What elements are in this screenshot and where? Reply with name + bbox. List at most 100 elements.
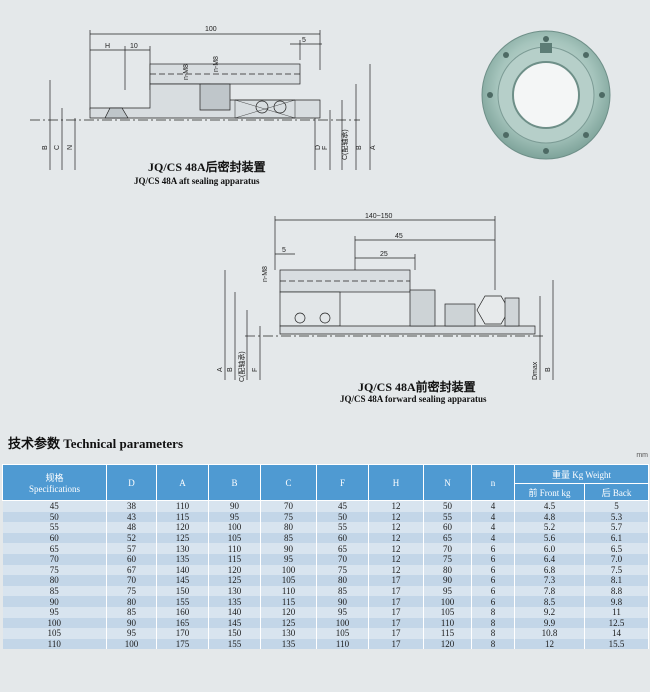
cell-front-kg: 10.8 [514, 628, 585, 639]
aft-dim-100: 100 [205, 26, 217, 33]
cell-b: 115 [208, 553, 261, 565]
cell-spec: 45 [2, 500, 107, 512]
aft-dim-b2: B [356, 145, 363, 150]
cell-c: 105 [260, 575, 317, 586]
fwd-dim-nm8: n-M8 [262, 266, 269, 282]
cell-n-lower: 4 [471, 500, 515, 512]
cell-n-lower: 8 [471, 617, 515, 629]
cell-f: 90 [316, 596, 369, 607]
cell-front-kg: 6.8 [514, 564, 585, 576]
cell-a: 120 [156, 522, 209, 533]
cell-b: 140 [208, 606, 261, 618]
cell-n: 55 [423, 511, 472, 523]
cell-a: 125 [156, 532, 209, 544]
cell-spec: 95 [2, 606, 107, 618]
fwd-dim-f: F [252, 368, 259, 372]
cell-a: 165 [156, 617, 209, 629]
cell-b: 110 [208, 543, 261, 554]
cell-n: 50 [423, 500, 472, 512]
header-d: D [106, 464, 157, 501]
cell-a: 150 [156, 585, 209, 597]
cell-spec: 50 [2, 511, 107, 523]
cell-h: 12 [368, 532, 424, 544]
cell-c: 90 [260, 543, 317, 554]
cell-n-lower: 6 [471, 575, 515, 586]
cell-spec: 105 [2, 628, 107, 639]
cell-h: 12 [368, 564, 424, 576]
cell-h: 17 [368, 617, 424, 629]
cell-a: 140 [156, 564, 209, 576]
cell-n: 65 [423, 532, 472, 544]
technical-parameters-table: 规格 Specifications D A B C F H N n 重量 Kg … [2, 464, 650, 650]
cell-front-kg: 8.5 [514, 596, 585, 607]
aft-caption-cn: JQ/CS 48A后密封装置 [148, 160, 266, 174]
aft-dim-f: F [322, 146, 329, 150]
cell-back-kg: 7.0 [584, 553, 650, 565]
cell-b: 105 [208, 532, 261, 544]
cell-d: 52 [106, 532, 157, 544]
cell-f: 70 [316, 553, 369, 565]
aft-dim-a: A [370, 145, 377, 150]
cell-spec: 70 [2, 553, 107, 565]
cell-a: 110 [156, 500, 209, 512]
cell-b: 145 [208, 617, 261, 629]
header-h: H [368, 464, 424, 501]
cell-d: 95 [106, 628, 157, 639]
cell-back-kg: 14 [584, 628, 650, 639]
aft-dim-d: D [315, 145, 322, 150]
cell-f: 85 [316, 585, 369, 597]
cell-f: 50 [316, 511, 369, 523]
seal-ring-photo [481, 30, 611, 160]
cell-h: 12 [368, 543, 424, 554]
cell-n: 115 [423, 628, 472, 639]
cell-b: 100 [208, 522, 261, 533]
cell-spec: 55 [2, 522, 107, 533]
cell-c: 75 [260, 511, 317, 523]
cell-back-kg: 6.1 [584, 532, 650, 544]
cell-d: 67 [106, 564, 157, 576]
cell-back-kg: 11 [584, 606, 650, 618]
cell-front-kg: 9.2 [514, 606, 585, 618]
fwd-dim-b: B [227, 367, 234, 372]
cell-a: 170 [156, 628, 209, 639]
cell-n: 80 [423, 564, 472, 576]
cell-h: 17 [368, 628, 424, 639]
fwd-dim-5: 5 [282, 247, 286, 254]
cell-back-kg: 6.5 [584, 543, 650, 554]
cell-b: 125 [208, 575, 261, 586]
header-n-lower: n [471, 464, 515, 501]
fwd-dim-a: A [217, 367, 224, 372]
header-front: 前 Front kg [514, 483, 585, 501]
cell-d: 75 [106, 585, 157, 597]
cell-n: 90 [423, 575, 472, 586]
cell-n-lower: 6 [471, 543, 515, 554]
cell-a: 160 [156, 606, 209, 618]
cell-c: 85 [260, 532, 317, 544]
aft-dim-nm8-b: n-M8 [213, 56, 220, 72]
cell-back-kg: 8.8 [584, 585, 650, 597]
cell-n: 105 [423, 606, 472, 618]
header-c: C [260, 464, 317, 501]
cell-front-kg: 9.9 [514, 617, 585, 629]
header-n: N [423, 464, 472, 501]
cell-spec: 80 [2, 575, 107, 586]
aft-dim-n: N [67, 145, 74, 150]
aft-dim-nm8-a: n-M8 [183, 64, 190, 80]
cell-f: 45 [316, 500, 369, 512]
cell-back-kg: 9.8 [584, 596, 650, 607]
aft-dim-c: C [54, 145, 61, 150]
cell-f: 105 [316, 628, 369, 639]
cell-n-lower: 6 [471, 585, 515, 597]
cell-c: 120 [260, 606, 317, 618]
cell-n: 110 [423, 617, 472, 629]
fwd-dim-140: 140~150 [365, 213, 393, 220]
aft-dim-10: 10 [130, 43, 138, 50]
cell-front-kg: 7.8 [514, 585, 585, 597]
cell-spec: 75 [2, 564, 107, 576]
cell-n-lower: 4 [471, 522, 515, 533]
